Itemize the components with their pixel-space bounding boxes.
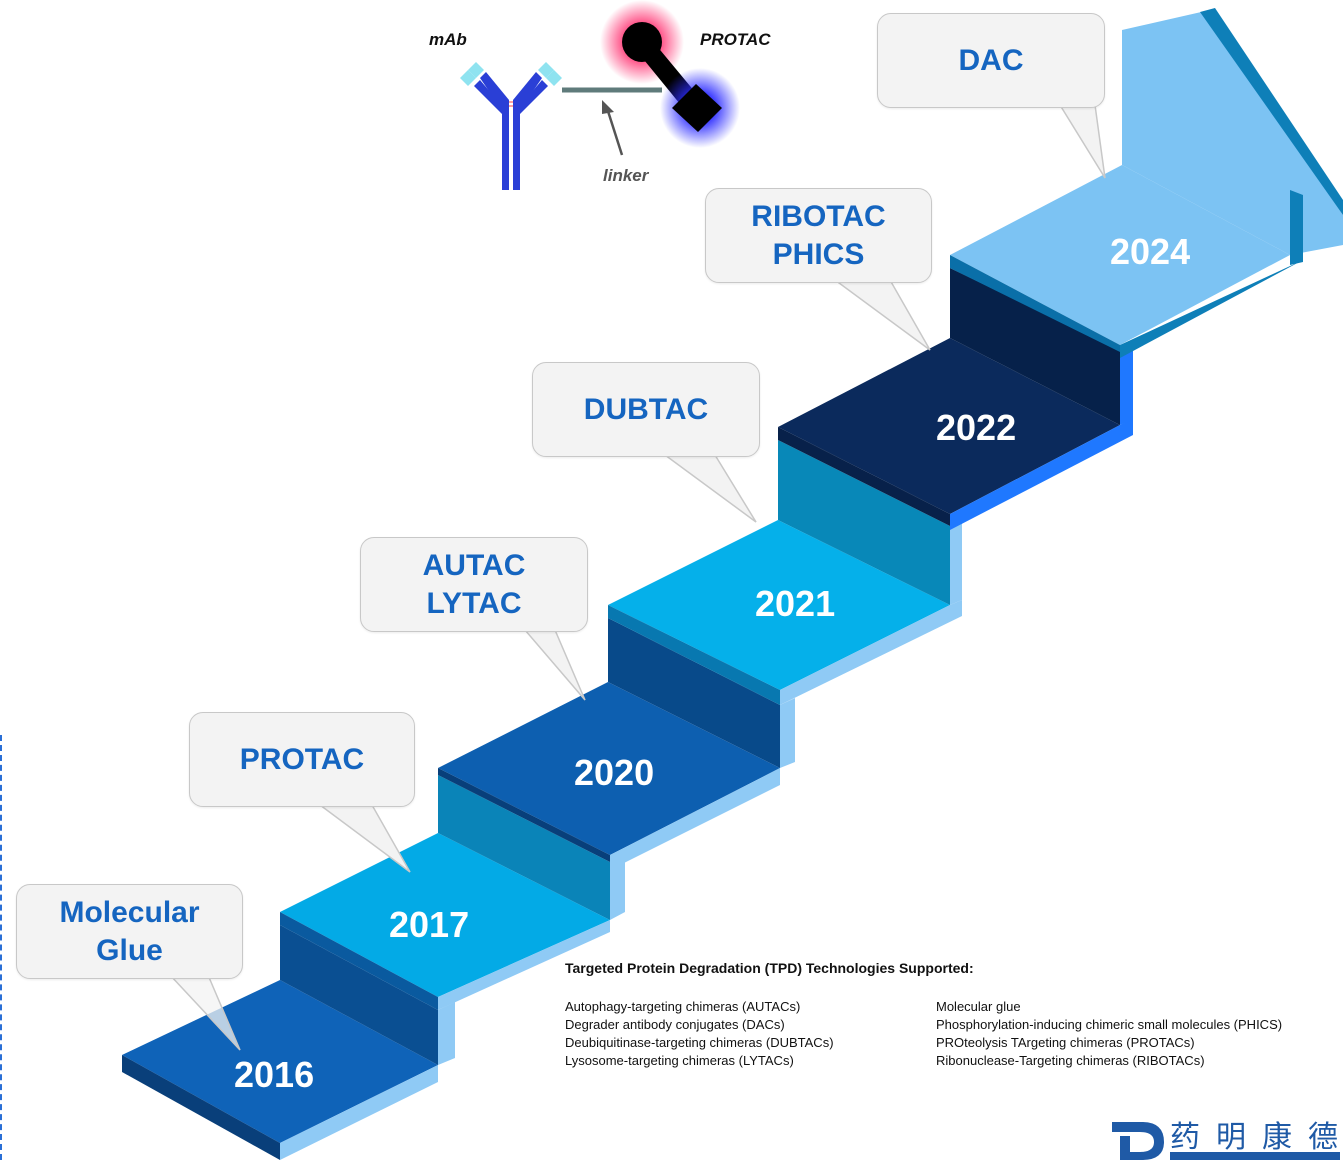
tail-2021: [662, 454, 757, 523]
legend-column-left: Autophagy-targeting chimeras (AUTACs) De…: [565, 998, 936, 1070]
step-2022: [778, 338, 1133, 530]
tail-2024: [1058, 104, 1106, 179]
tail-2017: [317, 804, 411, 873]
bubble-dubtac: DUBTAC: [532, 362, 760, 457]
bubble-label-line: DUBTAC: [583, 392, 709, 426]
legend-item: Lysosome-targeting chimeras (LYTACs): [565, 1053, 794, 1068]
antibody-protac-illustration: [460, 0, 740, 190]
legend-item: Degrader antibody conjugates (DACs): [565, 1017, 785, 1032]
protac-label: PROTAC: [700, 30, 771, 49]
bubble-label-line: AUTAC: [422, 548, 526, 582]
legend-column-right: Molecular glue Phosphorylation-inducing …: [936, 998, 1282, 1070]
step-2021: [608, 520, 962, 705]
step-2016: [122, 980, 438, 1160]
legend-item: Deubiquitinase-targeting chimeras (DUBTA…: [565, 1035, 834, 1050]
year-label-2020: 2020: [574, 752, 655, 793]
tpd-technologies-legend: Targeted Protein Degradation (TPD) Techn…: [565, 960, 1335, 1070]
legend-columns: Autophagy-targeting chimeras (AUTACs) De…: [565, 998, 1335, 1070]
tail-2020: [523, 629, 586, 701]
riser-2022: [778, 440, 962, 605]
bubble-label-line: Molecular: [59, 895, 200, 929]
mab-label: mAb: [429, 30, 467, 49]
wuxi-apptec-logo: 药明康德: [1108, 1112, 1343, 1160]
linker-arrow-icon: [602, 100, 624, 156]
legend-title: Targeted Protein Degradation (TPD) Techn…: [565, 960, 974, 976]
riser-2024: [950, 268, 1133, 425]
bubble-autac-lytac: AUTAC LYTAC: [360, 537, 588, 632]
bubble-label-line: LYTAC: [426, 586, 522, 620]
year-label-2017: 2017: [389, 904, 470, 945]
bubble-label-line: RIBOTAC: [751, 199, 886, 233]
legend-item: Autophagy-targeting chimeras (AUTACs): [565, 999, 801, 1014]
logo-english-text: [1170, 1152, 1340, 1160]
bubble-label-line: DAC: [958, 43, 1024, 77]
antibody-icon: [460, 62, 562, 190]
legend-item: Ribonuclease-Targeting chimeras (RIBOTAC…: [936, 1053, 1205, 1068]
left-dashed-border: [0, 735, 2, 1160]
bubble-label-line: PROTAC: [239, 742, 365, 776]
step-2024-arrow: [950, 8, 1343, 358]
year-label-2016: 2016: [234, 1054, 315, 1095]
year-label-2024: 2024: [1110, 231, 1191, 272]
year-label-2022: 2022: [936, 407, 1017, 448]
bubble-label-line: PHICS: [772, 237, 865, 271]
tail-2016: [168, 974, 241, 1051]
bubble-label-line: Glue: [96, 933, 163, 967]
legend-item: Phosphorylation-inducing chimeric small …: [936, 1017, 1283, 1032]
riser-2021: [608, 618, 795, 768]
logo-chinese-text: 药明康德: [1170, 1120, 1343, 1155]
riser-2017: [280, 925, 455, 1065]
legend-item: Molecular glue: [936, 999, 1021, 1014]
tail-2022: [832, 279, 931, 351]
bubble-molecular-glue: Molecular Glue: [16, 884, 243, 979]
protac-molecule-icon: [600, 0, 740, 148]
logo-mark-icon: [1112, 1122, 1164, 1160]
year-label-2021: 2021: [755, 583, 836, 624]
bubble-ribotac-phics: RIBOTAC PHICS: [705, 188, 932, 283]
step-2017: [280, 833, 610, 1010]
riser-2020: [438, 775, 625, 920]
linker-label: linker: [603, 166, 649, 185]
bubble-protac: PROTAC: [189, 712, 415, 807]
legend-item: PROteolysis TArgeting chimeras (PROTACs): [936, 1035, 1195, 1050]
bubble-dac: DAC: [877, 13, 1105, 108]
